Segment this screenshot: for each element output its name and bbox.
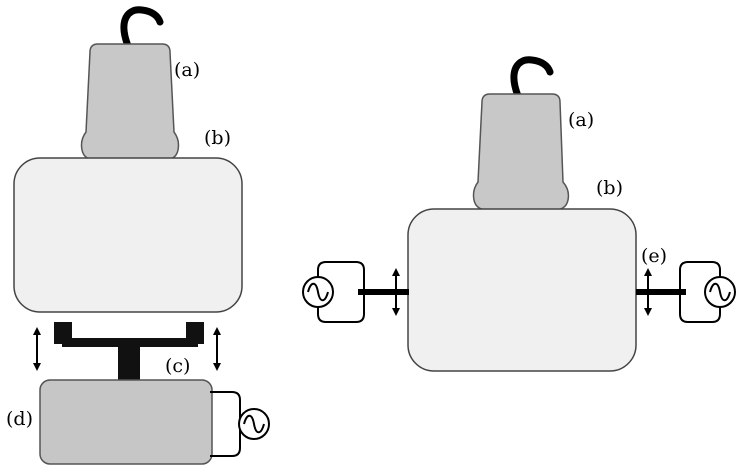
label-b-left: (b)	[204, 127, 231, 149]
label-c: (c)	[165, 355, 190, 377]
probe	[80, 43, 180, 161]
sample-block	[407, 208, 637, 372]
label-e: (e)	[641, 245, 667, 267]
sample-block	[13, 157, 243, 313]
label-b-right: (b)	[596, 177, 623, 199]
support-bracket	[54, 322, 204, 381]
label-d: (d)	[6, 408, 33, 430]
label-a-left: (a)	[174, 59, 200, 81]
ac-source-icon	[704, 276, 736, 308]
ac-source-icon	[238, 408, 270, 440]
right-panel: (a) (b) (e)	[302, 56, 736, 372]
ac-wire	[210, 391, 241, 457]
ac-source-icon	[302, 276, 334, 308]
label-a-right: (a)	[568, 109, 594, 131]
left-panel: (a) (b) (c) (d)	[6, 6, 270, 465]
cable-icon	[120, 6, 164, 50]
probe	[472, 93, 570, 211]
cable-icon	[510, 56, 554, 100]
actuator-block	[39, 379, 213, 465]
